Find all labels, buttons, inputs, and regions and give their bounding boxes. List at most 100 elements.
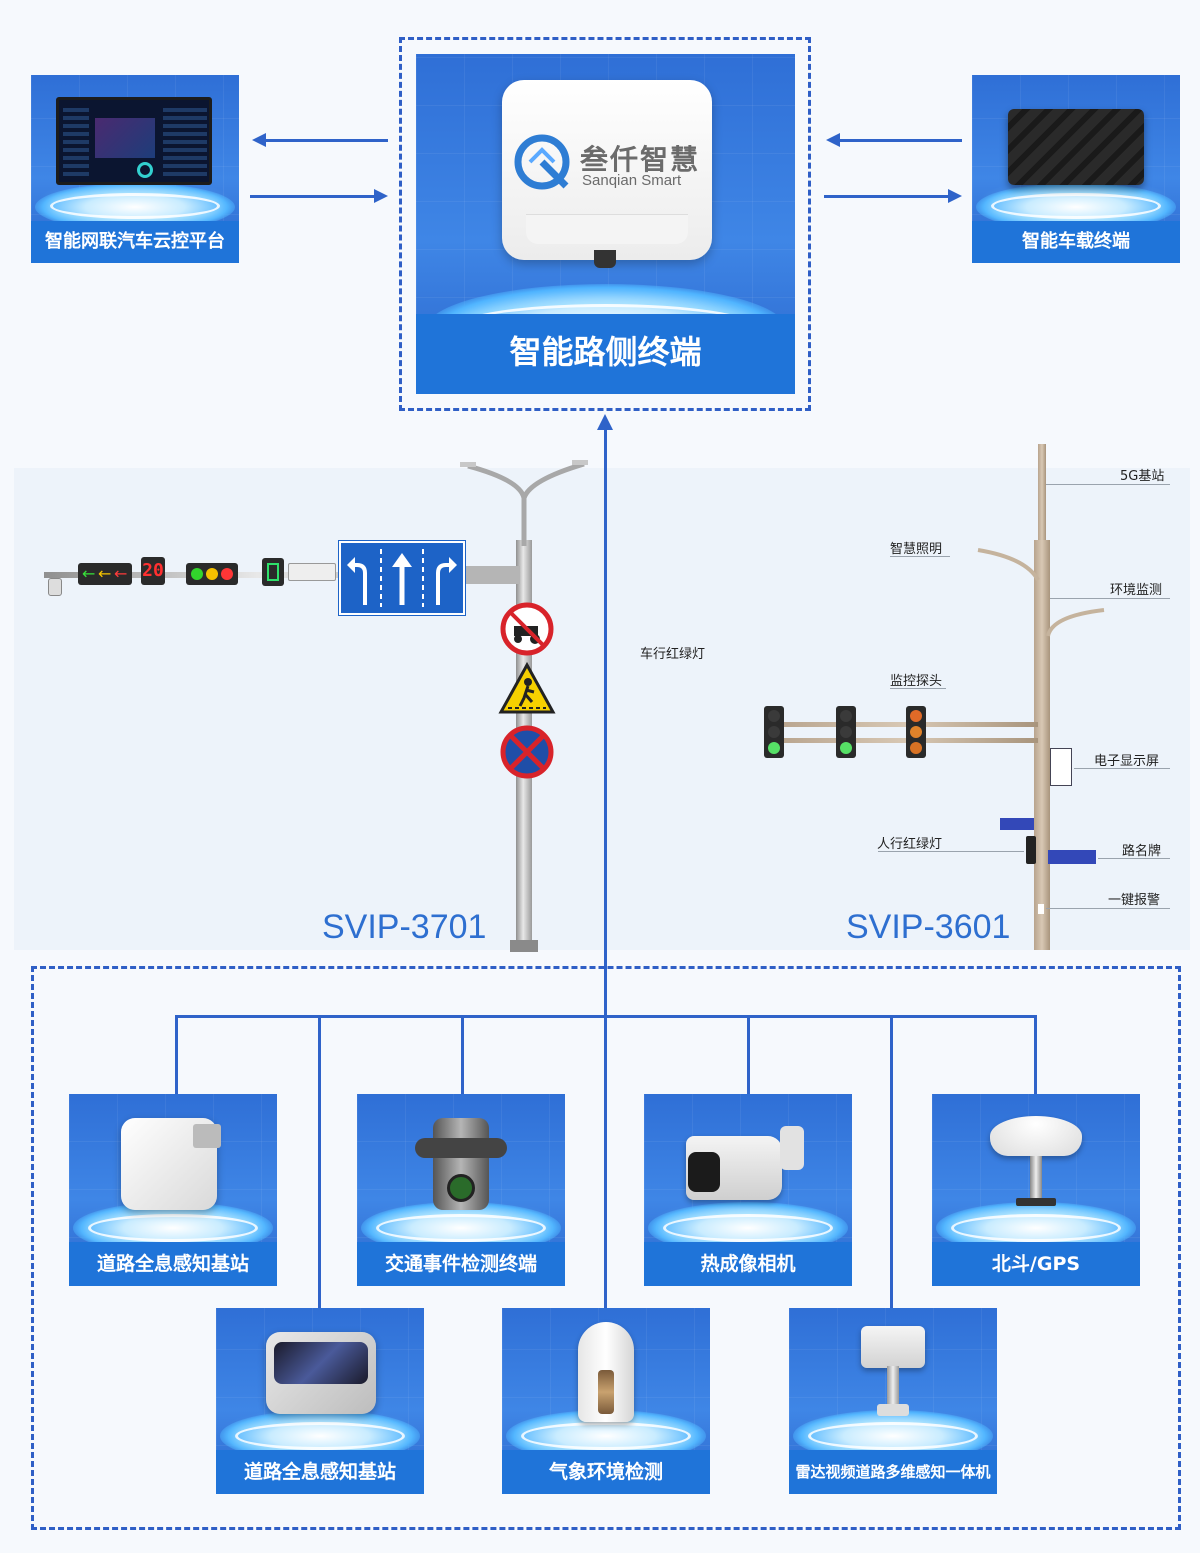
round-traffic-light: [186, 563, 238, 585]
radar-video-mount: [877, 1404, 909, 1416]
crossarm-bracket: [466, 566, 520, 584]
sensor-label: 道路全息感知基站: [69, 1242, 277, 1286]
stage-ring: [521, 1422, 691, 1450]
stage-ring: [50, 193, 220, 219]
street-sign-device-upper: [1000, 818, 1034, 830]
countdown-display: 20: [141, 557, 165, 585]
device-base-plate: [526, 214, 688, 244]
device-bracket: [193, 1124, 221, 1148]
left-pole-lamp-arms: [460, 460, 588, 546]
callout-line: [878, 851, 1024, 852]
callout-line: [1046, 908, 1170, 909]
arrow-to-platform: [264, 139, 388, 142]
no-stopping-sign-icon: [500, 725, 554, 779]
arrow-head-right-icon: [374, 189, 388, 203]
right-pole-lamp-arms: [977, 548, 1105, 637]
sensor-label: 道路全息感知基站: [216, 1450, 424, 1494]
callout-street-sign: 路名牌: [1122, 844, 1162, 859]
sanqian-logo-icon: [514, 134, 570, 190]
lamp: [910, 710, 922, 722]
drop-line: [890, 1015, 893, 1309]
red-lamp: [221, 568, 233, 580]
roadside-terminal-frame: [399, 37, 811, 411]
vertical-traffic-light-1: [764, 706, 784, 758]
callout-display: 电子显示屏: [1094, 754, 1160, 769]
drop-line: [175, 1015, 178, 1095]
street-sign-device: [1048, 850, 1096, 864]
weather-sensor-core: [598, 1370, 614, 1414]
sensor-label: 北斗/GPS: [932, 1242, 1140, 1286]
callout-line: [1050, 598, 1170, 599]
electronic-display-device: [1050, 748, 1072, 786]
right-pole-model: SVIP-3601: [846, 908, 1011, 946]
lane-direction-sign: [338, 540, 466, 616]
alarm-device: [1038, 904, 1044, 914]
sensor-card-holographic-2[interactable]: 道路全息感知基站: [216, 1308, 424, 1494]
vehicle-terminal-device: [1008, 109, 1144, 185]
stage-ring: [235, 1422, 405, 1450]
lamp: [910, 726, 922, 738]
callout-camera: 监控探头: [890, 674, 943, 689]
drop-line: [604, 1015, 607, 1309]
callout-line: [890, 688, 946, 689]
lidar-window: [274, 1342, 368, 1384]
green-lamp: [191, 568, 203, 580]
cloud-platform-card[interactable]: 智能网联汽车云控平台: [31, 75, 239, 263]
callout-ped-light: 人行红绿灯: [877, 837, 943, 852]
callout-env: 环境监测: [1110, 583, 1163, 598]
gps-antenna-base: [1016, 1198, 1056, 1206]
vertical-traffic-light-3: [906, 706, 926, 758]
sensor-card-event-detection[interactable]: 交通事件检测终端: [357, 1094, 565, 1286]
radar-video-device: [861, 1326, 925, 1368]
sensor-card-gps[interactable]: 北斗/GPS: [932, 1094, 1140, 1286]
lamp: [840, 742, 852, 754]
pedestrian-light-device: [1026, 836, 1036, 864]
gps-antenna-stem: [1030, 1156, 1042, 1202]
logo-text-en: Sanqian Smart: [582, 172, 682, 189]
left-pole-model: SVIP-3701: [322, 908, 487, 946]
stage-ring: [991, 193, 1161, 219]
uplink-arrow-icon: [597, 414, 613, 430]
vehicle-terminal-card[interactable]: 智能车载终端: [972, 75, 1180, 263]
lamp: [910, 742, 922, 754]
ptz-side-lamps: [415, 1138, 507, 1158]
lane-arrows-icon: [347, 549, 457, 607]
sensor-label: 交通事件检测终端: [357, 1242, 565, 1286]
arrow-head-left-icon: [252, 133, 266, 147]
stage-ring: [808, 1422, 978, 1450]
lamp: [840, 710, 852, 722]
radar-video-stem: [887, 1366, 899, 1412]
dashboard-panel-left: [63, 106, 89, 176]
sensor-card-radar-video[interactable]: 雷达视频道路多维感知一体机: [789, 1308, 997, 1494]
device-connector: [594, 250, 616, 268]
left-pole-base: [510, 940, 538, 952]
roadside-terminal-card[interactable]: 叁仟智慧 Sanqian Smart 智能路侧终端: [416, 54, 795, 394]
arrow-from-vehicle: [838, 139, 962, 142]
callout-alarm: 一键报警: [1108, 893, 1161, 908]
drop-line: [1034, 1015, 1037, 1095]
lamp: [768, 742, 780, 754]
yellow-lamp: [206, 568, 218, 580]
lamp: [768, 726, 780, 738]
dashboard-screen: [56, 97, 212, 185]
thermal-lens: [688, 1152, 720, 1192]
roadside-terminal-label: 智能路侧终端: [416, 314, 795, 394]
stage-ring: [88, 1214, 258, 1242]
stage-ring: [663, 1214, 833, 1242]
vehicle-terminal-label: 智能车载终端: [972, 221, 1180, 263]
logo-text-cn: 叁仟智慧: [580, 143, 701, 176]
no-tractor-sign-icon: [500, 602, 554, 656]
arrow-traffic-light: ← ← ←: [78, 563, 132, 585]
vertical-traffic-light-2: [836, 706, 856, 758]
dashboard-gauge-icon: [137, 162, 153, 178]
sensor-card-holographic-1[interactable]: 道路全息感知基站: [69, 1094, 277, 1286]
dashboard-video: [95, 118, 155, 158]
right-pole-top: [1038, 444, 1046, 544]
dashboard-panel-right: [163, 106, 207, 176]
drop-line: [461, 1015, 464, 1095]
sensor-card-weather[interactable]: 气象环境检测: [502, 1308, 710, 1494]
stage-ring: [376, 1214, 546, 1242]
sensor-label: 雷达视频道路多维感知一体机: [789, 1450, 997, 1494]
vehicle-light-label: 车行红绿灯: [640, 647, 706, 662]
sensor-card-thermal[interactable]: 热成像相机: [644, 1094, 852, 1286]
